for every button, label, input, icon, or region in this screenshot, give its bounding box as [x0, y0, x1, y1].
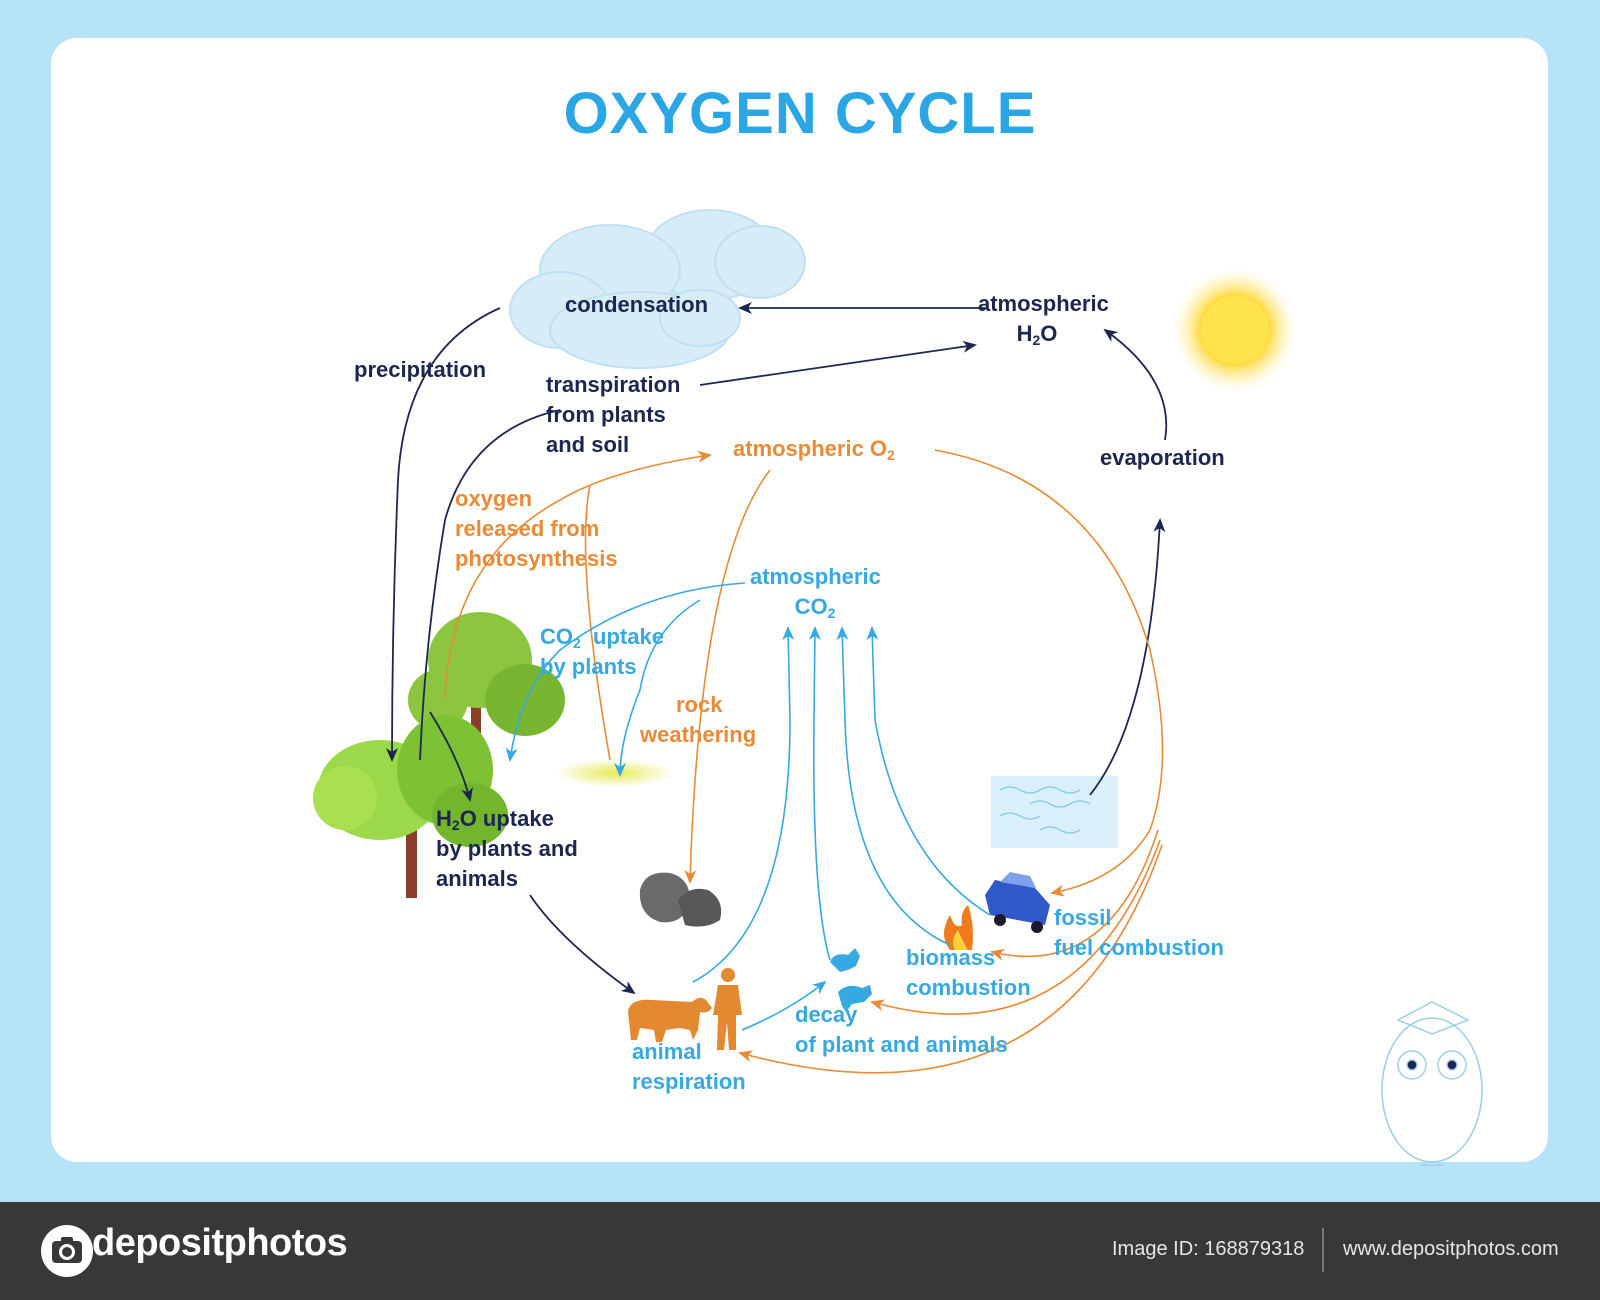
label-co2-uptake: CO2 uptake by plants [540, 622, 664, 682]
rock-icon [639, 872, 722, 927]
diagram-card [51, 38, 1548, 1162]
label-evaporation: evaporation [1100, 445, 1225, 470]
label-oxygen-released-line2: released from [455, 516, 600, 541]
grass-patch [555, 759, 675, 787]
car-icon [985, 872, 1050, 933]
co2-arrows [505, 582, 991, 1031]
label-animal-respiration: animal respiration [632, 1037, 746, 1097]
label-oxygen-released-line1: oxygen [455, 486, 533, 511]
footer-bar: depositphotos Image ID: 168879318 www.de… [0, 1202, 1600, 1300]
label-h2o-uptake-line3: animals [436, 866, 518, 891]
label-transpiration-line3: and soil [546, 432, 630, 457]
label-h2o-uptake: H2O uptake by plants and animals [436, 804, 578, 894]
label-transpiration: transpiration from plants and soil [546, 370, 680, 460]
label-transpiration-line1: transpiration [546, 372, 681, 397]
image-id: Image ID: 168879318 [1112, 1238, 1305, 1260]
label-animal-respiration-line1: animal [632, 1039, 702, 1064]
label-fossil-fuel-line1: fossil [1054, 905, 1112, 930]
footer-divider [1322, 1228, 1324, 1272]
fire-icon [944, 905, 973, 950]
label-co2-uptake-line1: CO2 uptake [540, 624, 664, 651]
sun-icon [1173, 268, 1297, 392]
animal-silhouette-icon [830, 948, 872, 1012]
camera-logo-icon [41, 1225, 93, 1277]
label-h2o-uptake-line2: by plants and [436, 836, 578, 861]
label-atmospheric-o2: atmospheric O2 [733, 436, 895, 463]
label-condensation: condensation [565, 292, 709, 317]
label-oxygen-released: oxygen released from photosynthesis [455, 484, 618, 574]
label-transpiration-line2: from plants [546, 402, 666, 427]
label-biomass-line2: combustion [906, 975, 1031, 1000]
label-h2o-uptake-line1: H2O uptake [436, 806, 554, 833]
label-co2-uptake-line2: by plants [540, 654, 637, 679]
label-atmospheric-co2-line1: atmospheric [750, 564, 881, 589]
page-title: OXYGEN CYCLE [563, 81, 1037, 146]
label-atmospheric-h2o-line2: H2O [1016, 321, 1058, 348]
label-oxygen-released-line3: photosynthesis [455, 546, 618, 571]
label-precipitation: precipitation [354, 357, 487, 382]
water-icon [991, 776, 1118, 848]
label-biomass-line1: biomass [906, 945, 996, 970]
brand-name[interactable]: depositphotos [92, 1222, 348, 1264]
human-icon [713, 968, 742, 1050]
label-atmospheric-co2: atmospheric CO2 [750, 562, 881, 622]
cloud-icon [509, 209, 806, 369]
label-rock-weathering-line2: weathering [640, 722, 757, 747]
label-decay-line2: of plant and animals [795, 1032, 1008, 1057]
water-cycle-arrows [386, 302, 1168, 995]
label-decay-line1: decay [795, 1002, 858, 1027]
label-fossil-fuel-line2: fuel combustion [1054, 935, 1224, 960]
label-rock-weathering: rock weathering [640, 690, 756, 750]
label-atmospheric-h2o-line1: atmospheric [978, 291, 1109, 316]
bull-icon [628, 997, 712, 1042]
label-fossil-fuel: fossil fuel combustion [1054, 903, 1224, 963]
label-rock-weathering-line1: rock [676, 692, 723, 717]
site-link[interactable]: www.depositphotos.com [1343, 1238, 1559, 1260]
label-animal-respiration-line2: respiration [632, 1069, 746, 1094]
owl-icon [1381, 1001, 1483, 1166]
label-atmospheric-h2o: atmospheric H2O [978, 289, 1109, 349]
label-biomass: biomass combustion [906, 943, 1031, 1003]
label-atmospheric-co2-line2: CO2 [794, 594, 836, 621]
label-decay: decay of plant and animals [795, 1000, 1008, 1060]
oxygen-arrows [444, 449, 1164, 1074]
